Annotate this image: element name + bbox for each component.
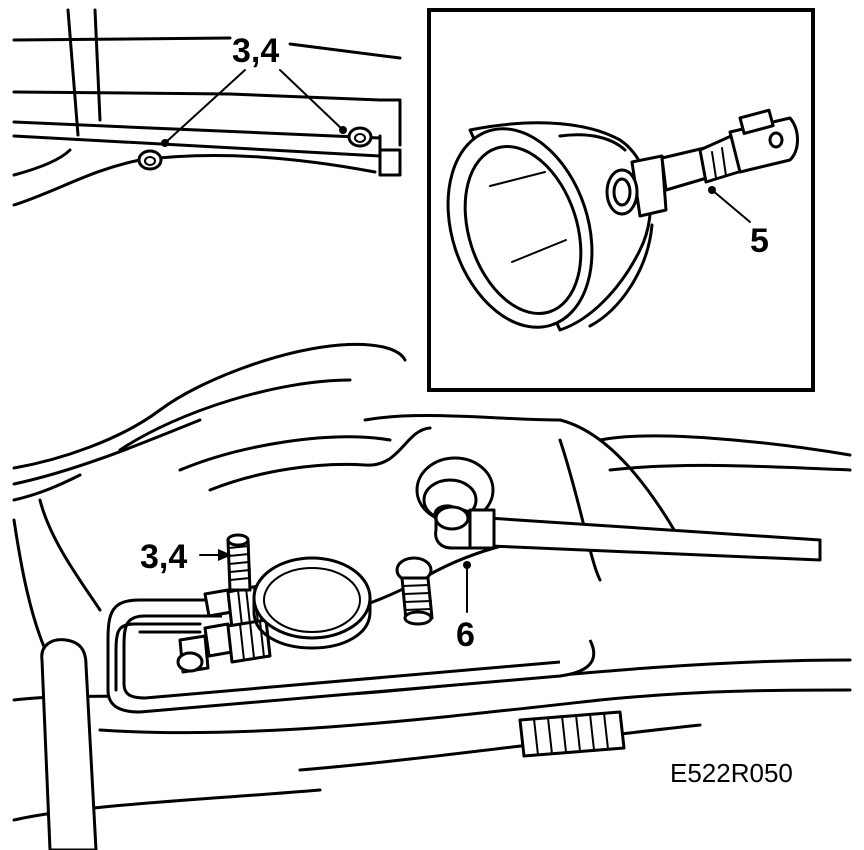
- mounting-hole-left: [137, 149, 163, 171]
- callout-label-bolt: 3,4: [140, 538, 187, 576]
- drawing-code: E522R050: [670, 758, 793, 788]
- callout-top-pair: 3,4: [161, 32, 347, 147]
- callout-label-top-pair: 3,4: [232, 32, 279, 70]
- body-panel-outlines: [12, 342, 852, 822]
- bushing-tool-icon: [446, 121, 654, 332]
- inset-panel: 5: [427, 8, 815, 392]
- callout-bolt: 3,4: [140, 538, 232, 576]
- callout-label-inset-part: 5: [750, 222, 769, 260]
- ribbed-sleeve-icon: [518, 710, 626, 758]
- callout-joint: 6: [456, 561, 475, 654]
- clevis-shaft-icon: [605, 108, 799, 218]
- round-cover-icon: [252, 556, 372, 650]
- threaded-stud-icon: [395, 556, 434, 626]
- upper-frame-rail: [12, 8, 402, 207]
- callout-inset-part: 5: [708, 186, 769, 260]
- threaded-bolt-icon: [226, 533, 252, 592]
- callout-label-joint: 6: [456, 616, 475, 654]
- mounting-hole-right: [347, 126, 373, 148]
- lower-hose: [40, 638, 98, 850]
- ball-joint-icon: [415, 456, 822, 562]
